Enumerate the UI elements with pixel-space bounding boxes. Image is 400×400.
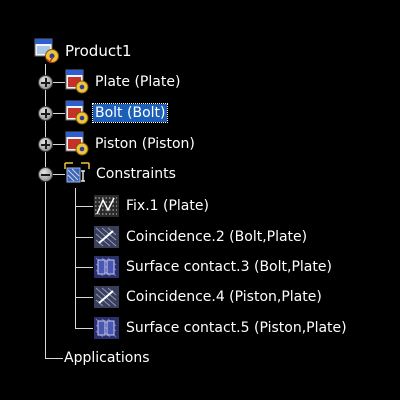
constraints-icon: [63, 161, 91, 187]
tree-node-fix-1[interactable]: Fix.1 (Plate): [93, 193, 211, 219]
tree-branch-coincidence-4: [75, 297, 93, 298]
tree-label-piston: Piston (Piston): [95, 136, 195, 152]
tree-node-surface-contact-3[interactable]: Surface contact.3 (Bolt,Plate): [93, 254, 334, 280]
tree-label-surface-contact-3: Surface contact.3 (Bolt,Plate): [126, 259, 332, 275]
expand-piston-button[interactable]: [38, 137, 53, 152]
tree-branch-surface-contact-5: [75, 328, 93, 329]
tree-branch-bolt: [45, 113, 65, 114]
tree-branch-surface-contact-3: [75, 267, 93, 268]
tree-node-constraints[interactable]: Constraints: [63, 161, 178, 187]
tree-label-constraints: Constraints: [96, 166, 176, 182]
coincidence-constraint-icon: [93, 285, 121, 309]
tree-label-applications: Applications: [64, 350, 150, 366]
tree-node-plate[interactable]: Plate (Plate): [64, 69, 182, 95]
tree-node-bolt[interactable]: Bolt (Bolt): [64, 100, 169, 126]
tree-branch-constraints: [45, 174, 65, 175]
part-instance-icon: [64, 131, 90, 157]
tree-branch-applications: [45, 358, 63, 359]
product-icon: [34, 38, 60, 64]
tree-label-coincidence-4: Coincidence.4 (Piston,Plate): [126, 289, 322, 305]
tree-node-applications[interactable]: Applications: [59, 345, 152, 371]
tree-label-coincidence-2: Coincidence.2 (Bolt,Plate): [126, 229, 308, 245]
tree-line-root: [45, 64, 46, 358]
tree-line-constraints: [75, 188, 76, 328]
tree-node-piston[interactable]: Piston (Piston): [64, 131, 197, 157]
part-instance-icon: [64, 100, 90, 126]
coincidence-constraint-icon: [93, 225, 121, 249]
tree-label-fix-1: Fix.1 (Plate): [126, 198, 209, 214]
tree-label-surface-contact-5: Surface contact.5 (Piston,Plate): [126, 320, 347, 336]
tree-node-product1[interactable]: Product1: [34, 38, 134, 64]
tree-branch-fix: [75, 206, 93, 207]
tree-branch-coincidence-2: [75, 237, 93, 238]
tree-node-surface-contact-5[interactable]: Surface contact.5 (Piston,Plate): [93, 315, 349, 341]
tree-branch-piston: [45, 144, 65, 145]
tree-node-coincidence-4[interactable]: Coincidence.4 (Piston,Plate): [93, 284, 324, 310]
tree-label-product1: Product1: [65, 42, 132, 60]
tree-label-plate: Plate (Plate): [95, 74, 181, 90]
collapse-constraints-button[interactable]: [38, 167, 53, 182]
expand-bolt-button[interactable]: [38, 106, 53, 121]
fix-constraint-icon: [93, 194, 121, 218]
tree-node-coincidence-2[interactable]: Coincidence.2 (Bolt,Plate): [93, 224, 309, 250]
surface-contact-constraint-icon: [93, 255, 121, 279]
tree-label-bolt: Bolt (Bolt): [91, 103, 169, 123]
expand-plate-button[interactable]: [38, 75, 53, 90]
part-instance-icon: [64, 69, 90, 95]
surface-contact-constraint-icon: [93, 316, 121, 340]
tree-branch-plate: [45, 82, 65, 83]
